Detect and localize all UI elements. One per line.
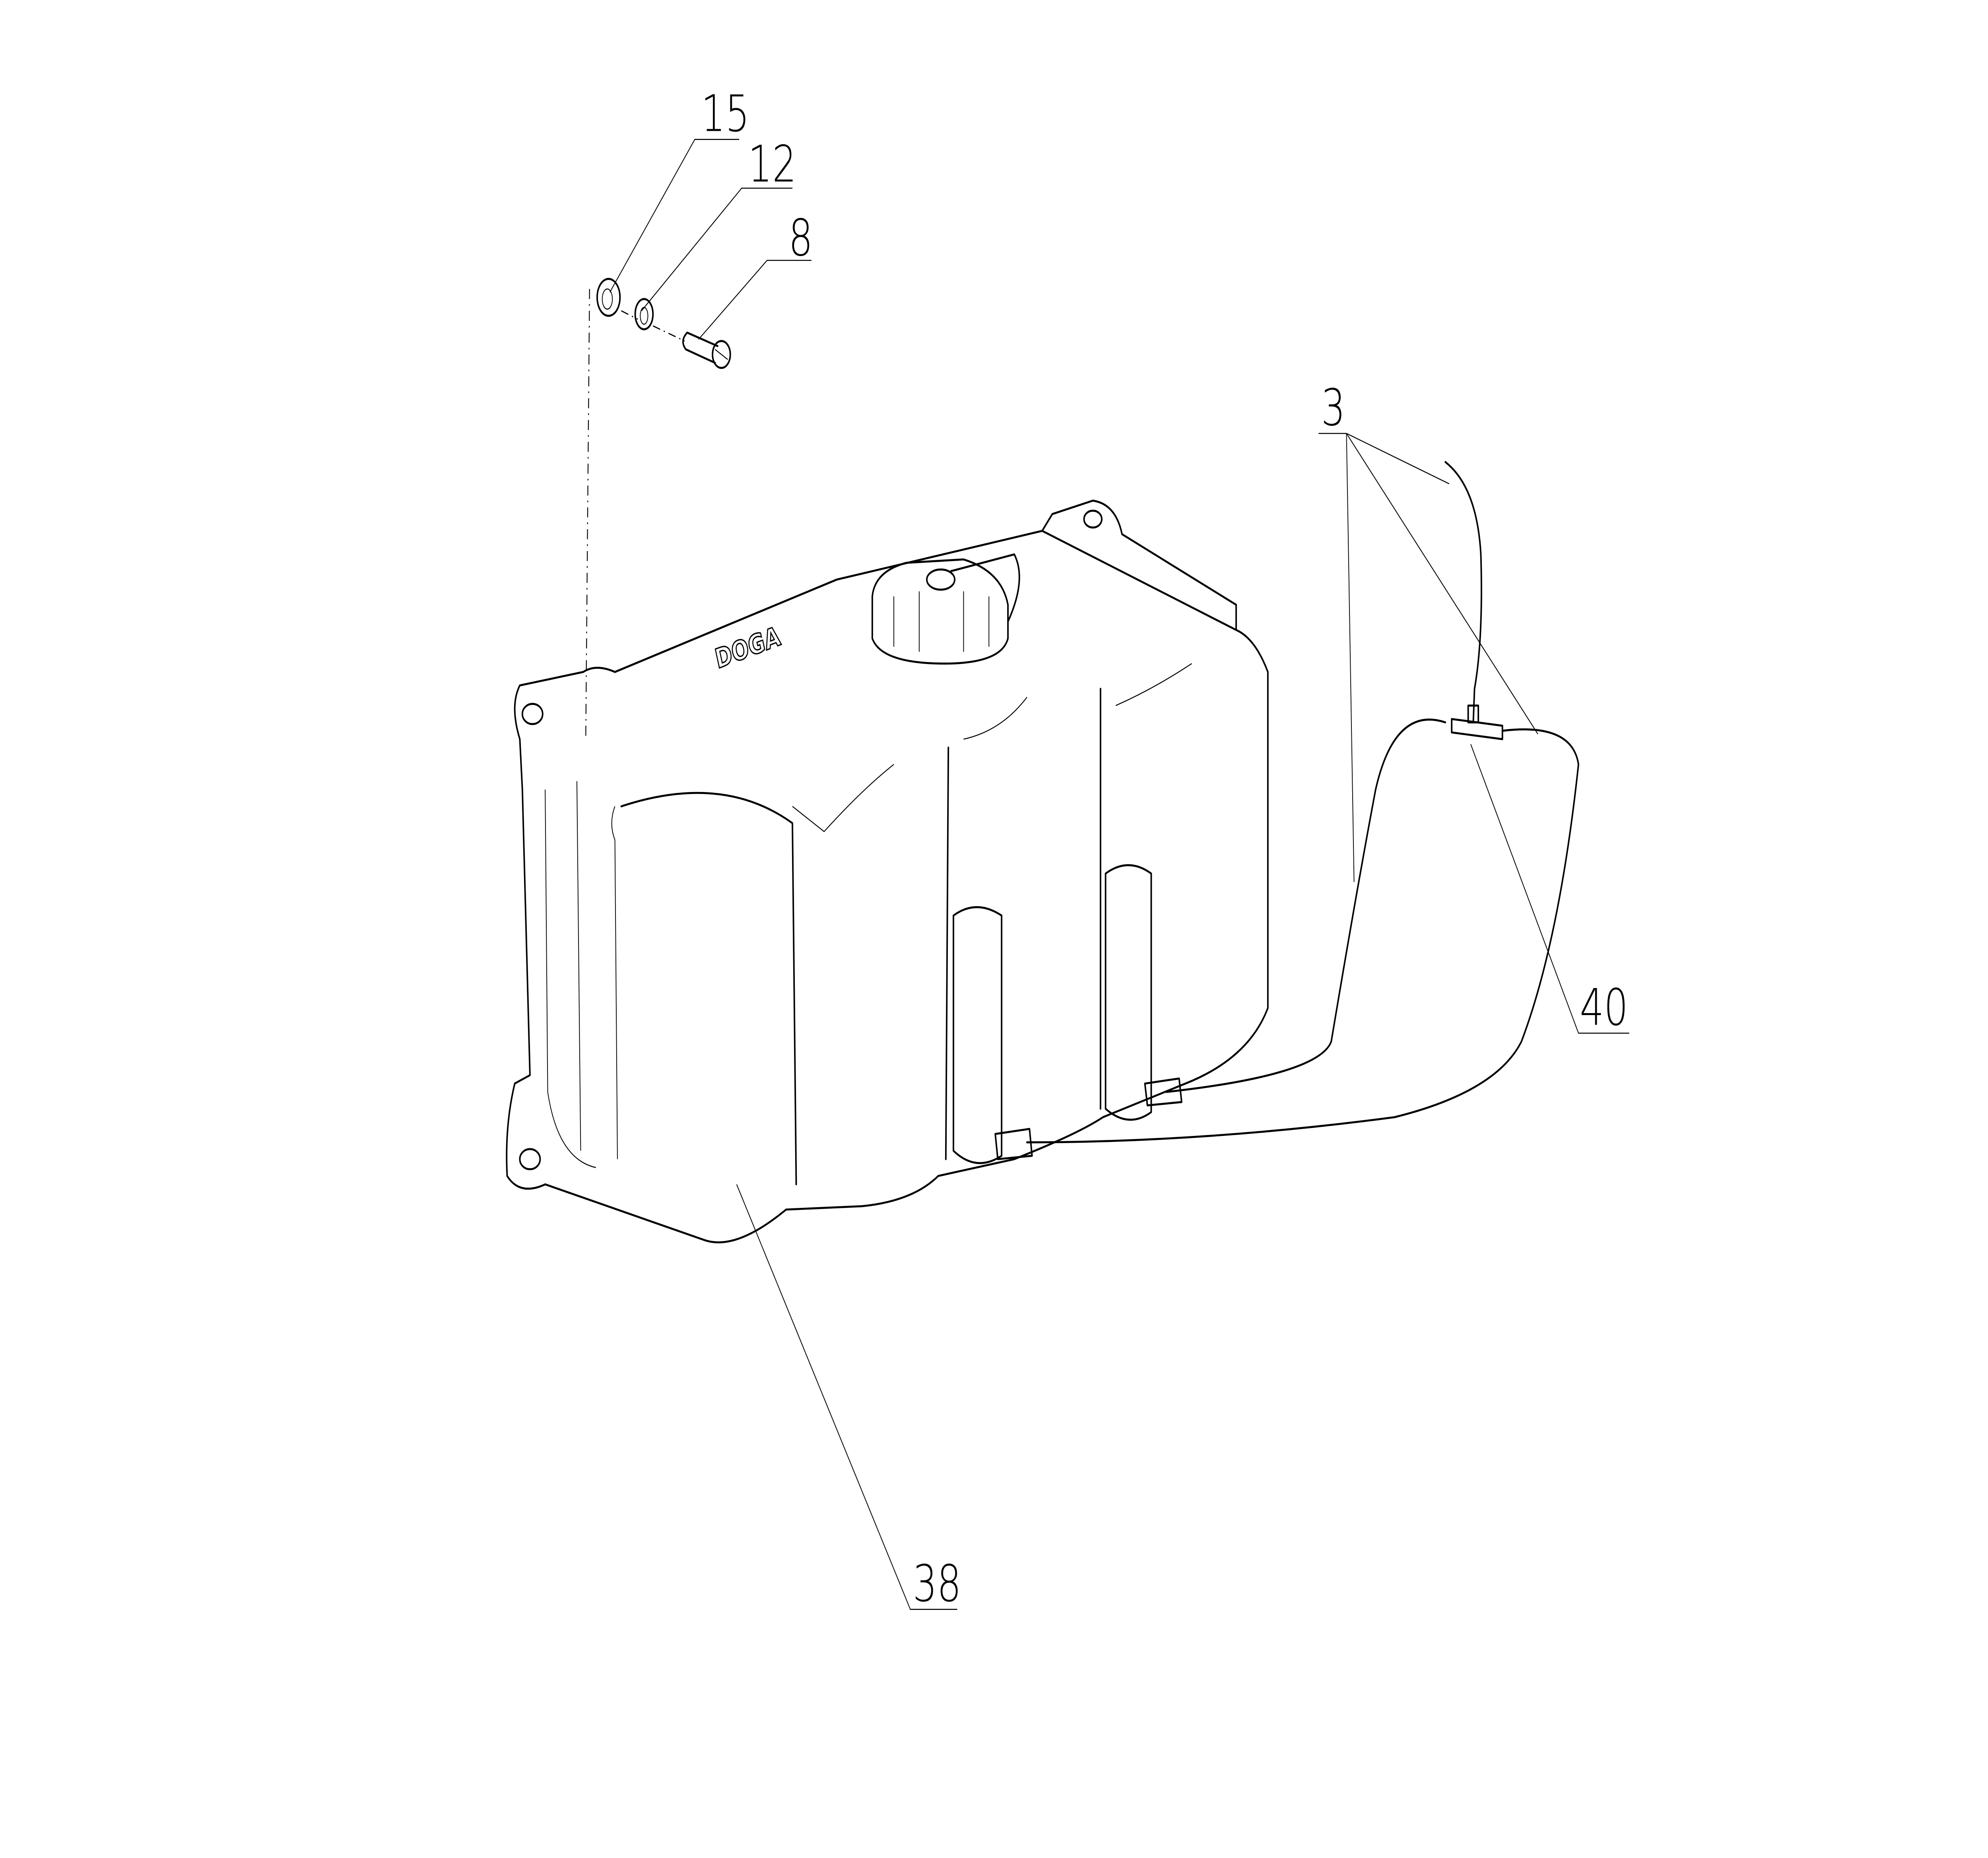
callout-label-15: 15 (701, 85, 749, 143)
callout-15: 15 (610, 85, 749, 293)
reservoir-tank: DOGA (506, 499, 1269, 1244)
callout-38: 38 (736, 1184, 961, 1613)
callout-8: 8 (698, 209, 813, 340)
callout-label-40: 40 (1580, 979, 1628, 1037)
callout-3: 3 (1318, 379, 1538, 882)
brand-logo: DOGA (712, 621, 783, 675)
lock-washer-12 (634, 298, 654, 330)
callout-12: 12 (641, 135, 796, 311)
fasteners (585, 278, 731, 740)
callout-label-8: 8 (788, 209, 813, 268)
callout-label-12: 12 (748, 135, 796, 194)
screw-8 (682, 332, 718, 364)
callout-40: 40 (1470, 744, 1629, 1037)
hose-assembly (994, 461, 1579, 1160)
callout-label-38: 38 (913, 1555, 961, 1613)
washer-15 (596, 278, 621, 317)
callout-label-3: 3 (1321, 379, 1345, 437)
